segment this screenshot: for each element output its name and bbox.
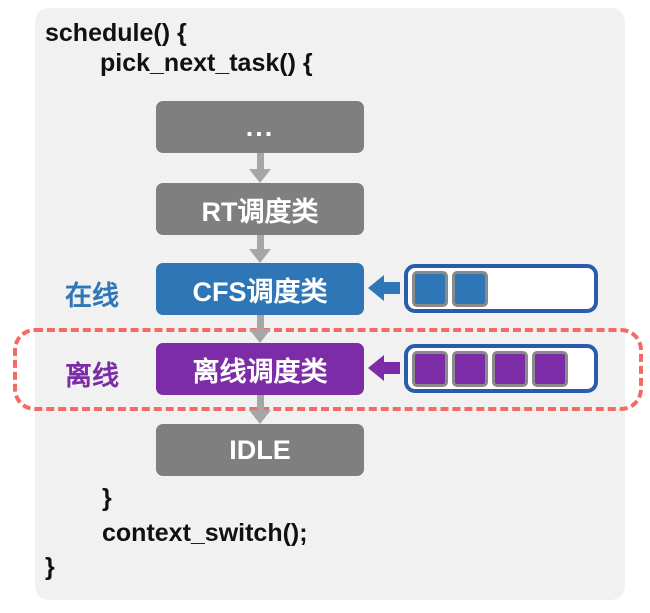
arrow-tail <box>384 362 400 374</box>
arrow-head <box>249 169 271 183</box>
code-context-switch: context_switch(); <box>102 519 308 547</box>
arrow-down-icon <box>249 315 271 343</box>
left-block-arrow-icon <box>368 355 400 381</box>
task-item <box>532 350 568 387</box>
flow-box-ellipsis: ... <box>156 101 364 153</box>
offline-label: 离线 <box>65 361 119 391</box>
flow-box-offline-sched-class: 离线调度类 <box>156 343 364 395</box>
flow-box-ellipsis-label: ... <box>245 111 275 142</box>
flow-box-idle-label: IDLE <box>229 434 291 465</box>
left-block-arrow-icon <box>368 275 400 301</box>
flow-box-offline-label: 离线调度类 <box>192 356 328 387</box>
code-pick-next-task-open: pick_next_task() { <box>100 49 313 77</box>
offline-highlight-dashed-border <box>13 328 643 411</box>
online-label: 在线 <box>65 281 119 311</box>
arrow-shaft <box>256 235 264 249</box>
arrow-down-icon <box>249 153 271 183</box>
code-schedule-open: schedule() { <box>45 19 187 47</box>
offline-run-queue <box>404 344 598 393</box>
cfs-run-queue <box>404 264 598 313</box>
task-item <box>412 350 448 387</box>
arrow-head <box>368 275 384 301</box>
flow-box-cfs-label: CFS调度类 <box>192 276 328 307</box>
arrow-shaft <box>256 315 264 329</box>
task-item <box>492 350 528 387</box>
flow-box-cfs-sched-class: CFS调度类 <box>156 263 364 315</box>
arrow-tail <box>384 282 400 294</box>
task-item <box>452 350 488 387</box>
arrow-head <box>249 329 271 343</box>
code-pick-next-task-close: } <box>102 484 112 512</box>
arrow-shaft <box>256 153 264 169</box>
flow-box-rt-label: RT调度类 <box>201 196 319 227</box>
arrow-head <box>249 410 271 424</box>
arrow-down-icon <box>249 395 271 424</box>
task-item <box>452 270 488 307</box>
flow-box-idle: IDLE <box>156 424 364 476</box>
flow-box-rt-sched-class: RT调度类 <box>156 183 364 235</box>
arrow-down-icon <box>249 235 271 263</box>
task-item <box>412 270 448 307</box>
arrow-head <box>249 249 271 263</box>
code-schedule-close: } <box>45 553 55 581</box>
arrow-shaft <box>256 395 264 410</box>
arrow-head <box>368 355 384 381</box>
